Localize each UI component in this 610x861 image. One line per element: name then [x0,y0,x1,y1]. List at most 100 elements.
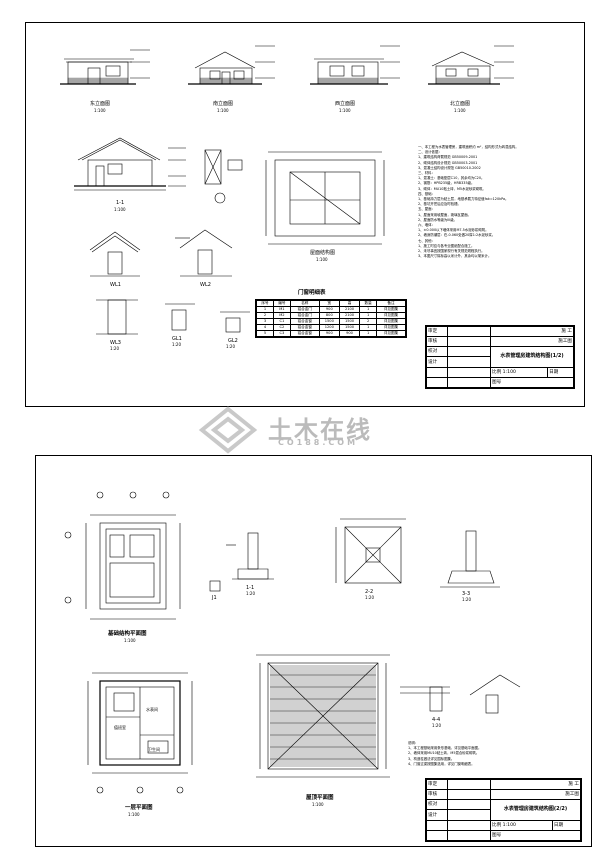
note-line: 1、基础持力层为粘土层，地基承载力特征值fak=120kPa。 [418,197,509,202]
title-block-cell [426,829,448,842]
note-line: 一、本工程为水表管理房，建筑面积约 m²，结构形式为砖混结构。 [418,145,519,149]
section-2-2-scale: 1:20 [365,595,374,600]
note-line: 三、材料： [418,171,435,176]
note-line: 3、砌体：MU10粘土砖，M5水泥砂浆砌筑。 [418,186,486,191]
table-cell: 5 [256,330,274,337]
title-block-cell [447,325,491,338]
detail-gl2-label: GL2 [228,338,238,344]
title-block-cell: 审定 [426,778,448,791]
table-cell: 900 [338,330,361,337]
title-block-cell [426,366,448,378]
note-line: 2、墙身防潮层：在-0.060处做20厚1:2水泥砂浆。 [418,233,496,238]
note-line: 3、混凝土结构设计规范 GB50010-2002 [418,165,481,170]
elevation-east-scale: 1:100 [94,108,106,113]
title-block-cell: 审核 [426,789,448,801]
date-label: 日期 [547,366,574,378]
title-block-cell [447,336,491,348]
note-line: 2、钢筋：HPB235级，HRB335级。 [418,181,475,186]
title-block-cell [447,799,491,811]
title-block-cell: 校对 [426,799,448,811]
elevation-west-title: 西立面图 [335,101,356,107]
table-cell: 1 [359,330,378,337]
section-3-3-scale: 1:20 [462,597,471,602]
drawing-title: 水表管理房建筑结构图(2/2) [490,799,581,821]
room-label-1: 值班室 [114,725,126,730]
section-3-3-label: 3-3 [462,591,471,597]
elevation-east-title: 东立面图 [90,101,111,107]
note-line: 1、施工时应与各专业图纸配合施工。 [418,243,475,248]
section-4-4-scale: 1:20 [432,723,441,728]
title-block-cell [426,376,448,389]
title-block-cell [447,356,491,368]
note-line: 二、设计依据： [418,150,442,155]
elevation-north-scale: 1:100 [454,108,466,113]
door-table-title: 门窗明细表 [298,290,326,296]
title-block-cell [447,819,491,831]
roof-top-plan-title: 屋顶平面图 [306,795,334,801]
section-4-4-label: 4-4 [432,717,441,723]
title-block-cell [447,829,491,842]
note-line: 1、建筑结构荷载规范 GB50009-2001 [418,155,478,160]
scale-value: 1:100 [502,822,516,828]
title-block-cell [447,789,491,801]
title-block-cell [447,366,491,378]
note-line: 3、本图尺寸除标高以米计外，其余均以毫米计。 [418,254,492,259]
scale-cell: 比例 1:100 [489,366,549,378]
table-cell: 900 [318,330,340,337]
title-block-role: 施工图 [565,792,579,798]
note-line: 2、未尽事宜按国家现行有关规范规程执行。 [418,249,485,254]
room-label-3: 卫生间 [148,747,160,752]
title-block-cell: 设计 [426,356,448,368]
note-line: 五、屋面： [418,207,435,212]
elevation-north-title: 北立面图 [450,101,471,107]
watermark-text-en: CO188.COM [278,438,359,447]
foundation-plan-scale: 1:100 [124,638,136,643]
table-cell: C3 [272,330,291,337]
table-cell: 详见图集 [376,330,406,337]
section-1-label: 1-1 [116,200,125,206]
title-block-cell [426,819,448,831]
date-label: 日期 [551,819,582,831]
title-block-cell: 校对 [426,346,448,358]
title-block-cell: 审定 [426,325,448,338]
room-label-2: 水表间 [146,707,158,712]
note-line: 2、墙体采用MU10粘土砖，M5混合砂浆砌筑。 [408,751,480,756]
title-block-cell [447,376,491,389]
scale-label: 比例 [492,369,502,375]
title-block-cell [447,778,491,791]
note-line: 2、基坑开挖后应及时验槽。 [418,202,461,207]
note-line: 2、屋面防水等级为III级。 [418,217,458,222]
title-block-cell [447,809,491,821]
sheet-1-design-notes: 一、本工程为水表管理房，建筑面积约 m²，结构形式为砖混结构。 二、设计依据： … [418,145,573,259]
note-line: 1、±0.000以下墙体采用M7.5水泥砂浆砌筑。 [418,228,489,233]
title-block-role: 施 工 [561,329,572,335]
detail-wl3-scale: 1:20 [110,346,119,351]
title-block-role: 施 工 [568,782,579,788]
note-line: 3、构造柱做法详见国标图集。 [408,756,455,761]
section-1-1-scale: 1:20 [246,591,255,596]
scale-label: 比例 [492,822,502,828]
note-line: 2、砌体结构设计规范 GB50003-2001 [418,160,478,165]
floor-plan-scale: 1:100 [128,812,140,817]
elevation-south-title: 南立面图 [213,101,234,107]
roof-top-plan-scale: 1:100 [312,802,324,807]
roof-plan-scale: 1:100 [316,257,328,262]
note-line: 六、墙体： [418,223,435,228]
note-line: 说明： [408,741,419,745]
elevation-west-scale: 1:100 [339,108,351,113]
elevation-south-scale: 1:100 [217,108,229,113]
detail-wl2-label: WL2 [200,282,211,288]
detail-gl1-label: GL1 [172,336,182,342]
section-1-scale: 1:100 [114,207,126,212]
section-2-2-label: 2-2 [365,589,374,595]
table-cell: 铝合金窗 [289,330,320,337]
note-line: 1、屋面采用坡屋面，琉璃瓦屋面。 [418,212,472,217]
sheet-2-title-block: 审定施 工 审核施工图 校对水表管理房建筑结构图(2/2) 设计 比例 1:10… [425,778,582,842]
detail-wl1-label: WL1 [110,282,121,288]
title-block-roles: 施 工 [490,325,574,338]
number-label: 图号 [490,829,581,842]
